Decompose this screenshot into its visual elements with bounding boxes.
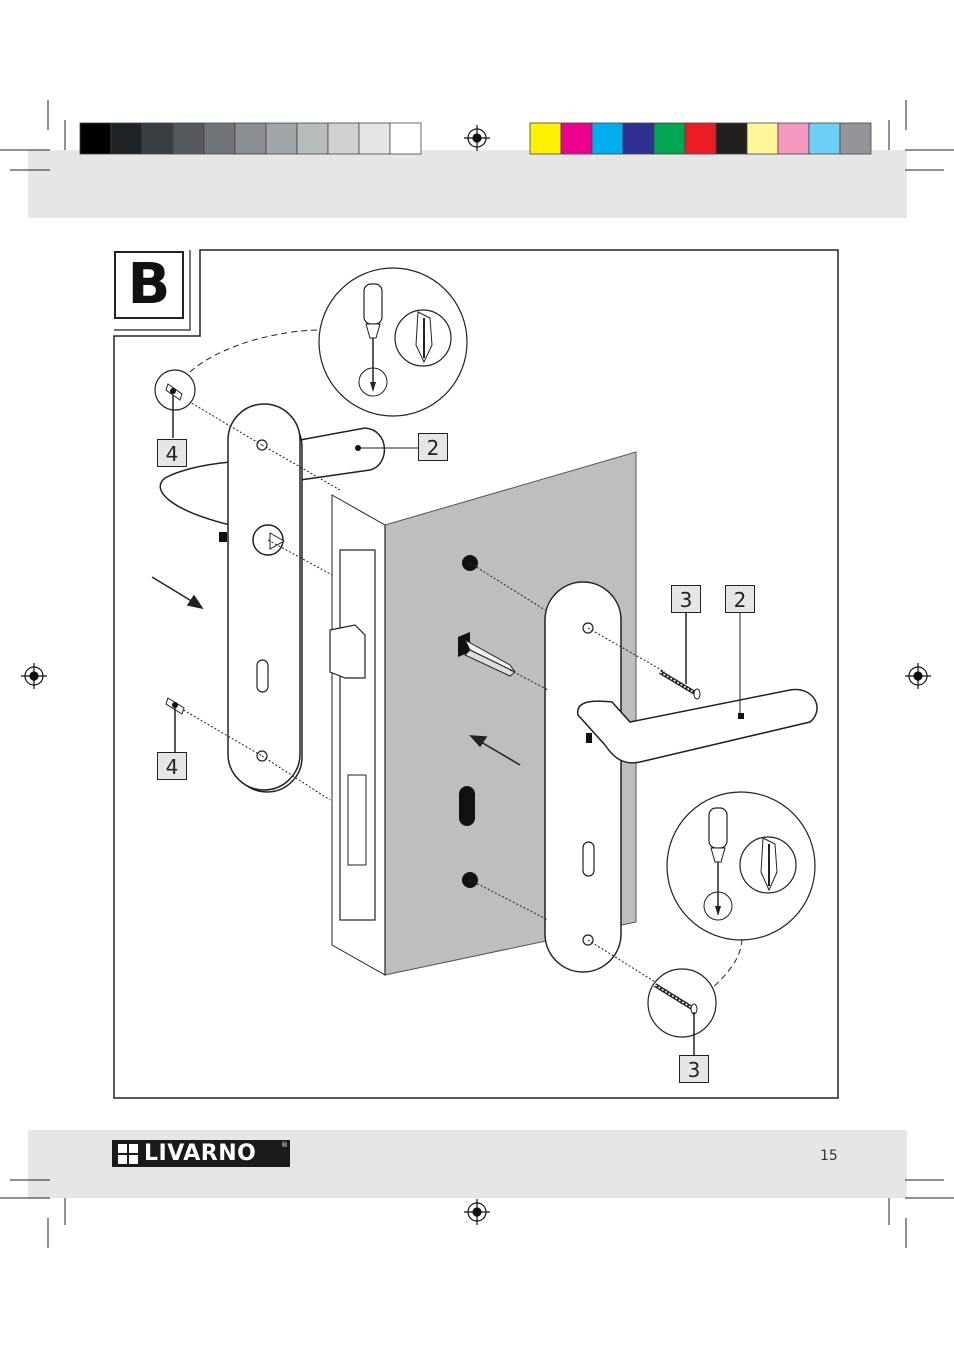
calibration-swatch: [530, 123, 561, 154]
calibration-swatch: [654, 123, 685, 154]
registration-mark-icon: [21, 663, 47, 689]
gray-scale-calibration-bar: [80, 123, 421, 154]
calibration-swatch: [173, 123, 204, 154]
calibration-swatch: [204, 123, 235, 154]
calibration-swatch: [809, 123, 840, 154]
calibration-swatch: [840, 123, 871, 154]
calibration-swatch: [111, 123, 142, 154]
calibration-swatch: [623, 123, 654, 154]
calibration-swatch: [747, 123, 778, 154]
registration-mark-icon: [905, 663, 931, 689]
calibration-swatch: [142, 123, 173, 154]
screw-top: [660, 612, 740, 716]
part-label-screw-bottom: 3: [679, 1055, 709, 1083]
calibration-swatch: [266, 123, 297, 154]
part-label-left-handle: 2: [418, 433, 448, 461]
phillips-bit-icon: [740, 837, 796, 893]
calibration-swatch: [716, 123, 747, 154]
section-letter: B: [114, 251, 184, 319]
registration-mark-icon: [464, 1199, 490, 1225]
brand-logo: LIVARNO ®: [112, 1140, 290, 1167]
part-label-pin-bottom: 4: [157, 752, 187, 780]
calibration-swatch: [778, 123, 809, 154]
screw-bottom: [648, 969, 716, 1055]
pin-top: [155, 370, 195, 438]
part-label-pin-top: 4: [157, 439, 187, 467]
phillips-bit-icon: [395, 310, 451, 366]
direction-arrow-icon: [152, 577, 202, 608]
registration-mark-icon: [464, 125, 490, 151]
logo-squares-icon: [118, 1144, 138, 1164]
pin-bottom: [166, 698, 184, 752]
color-calibration-bar: [530, 123, 871, 154]
calibration-swatch: [328, 123, 359, 154]
calibration-swatch: [685, 123, 716, 154]
calibration-swatch: [390, 123, 421, 154]
calibration-swatch: [592, 123, 623, 154]
calibration-swatch: [235, 123, 266, 154]
part-label-screw-top: 3: [671, 585, 701, 613]
calibration-swatch: [561, 123, 592, 154]
brand-registered-mark: ®: [281, 1141, 288, 1149]
calibration-swatch: [80, 123, 111, 154]
brand-name: LIVARNO: [144, 1141, 256, 1166]
calibration-swatch: [297, 123, 328, 154]
part-label-right-handle: 2: [725, 585, 755, 613]
calibration-swatch: [359, 123, 390, 154]
page-number: 15: [820, 1148, 838, 1164]
